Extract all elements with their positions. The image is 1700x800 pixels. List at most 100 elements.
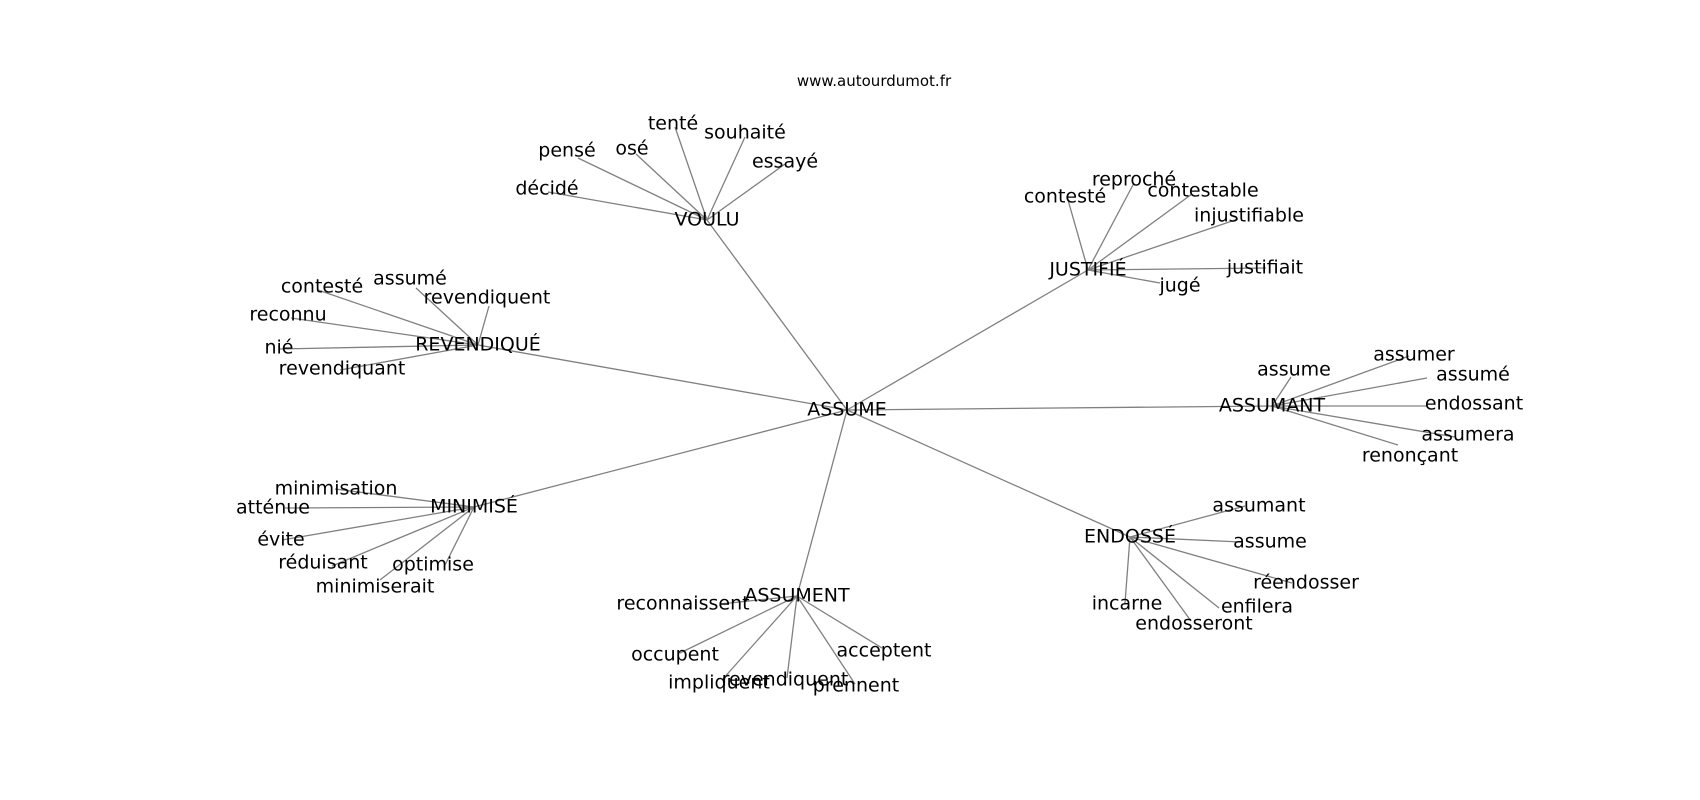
- edge-justifie-leaf: [1087, 182, 1135, 271]
- leaf-word[interactable]: occupent: [631, 644, 719, 666]
- edge-assument-leaf: [796, 595, 883, 649]
- leaf-word[interactable]: assumera: [1421, 424, 1514, 446]
- edge-assument-leaf: [796, 595, 856, 685]
- leaf-word[interactable]: assume: [1233, 531, 1307, 553]
- leaf-word[interactable]: osé: [615, 138, 648, 160]
- edge-justifie-leaf: [1087, 193, 1193, 271]
- edge-minimise-leaf: [281, 506, 475, 541]
- edge-revendique-leaf: [339, 344, 479, 371]
- leaf-word[interactable]: acceptent: [837, 640, 932, 662]
- edge-revendique-leaf: [290, 317, 479, 346]
- leaf-word[interactable]: tenté: [648, 113, 698, 135]
- leaf-word[interactable]: reconnu: [249, 304, 326, 326]
- leaf-word[interactable]: enfilera: [1221, 596, 1293, 618]
- leaf-word[interactable]: reconnaissent: [616, 593, 749, 615]
- edge-center-assumant: [846, 405, 1273, 411]
- leaf-word[interactable]: revendiquent: [722, 669, 849, 691]
- edge-revendique-leaf: [317, 289, 479, 346]
- edge-justifie-leaf: [1067, 199, 1089, 271]
- leaf-word[interactable]: reproché: [1092, 169, 1176, 191]
- edge-voulu-leaf: [674, 126, 708, 221]
- leaf-word[interactable]: endosseront: [1135, 613, 1252, 635]
- edge-endosse-leaf: [1124, 536, 1131, 604]
- edge-assument-leaf: [786, 595, 798, 679]
- leaf-word[interactable]: évite: [257, 529, 304, 551]
- edge-revendique-leaf: [278, 344, 479, 350]
- hub-word-assument[interactable]: ASSUMENT: [744, 585, 850, 607]
- leaf-word[interactable]: revendiquant: [279, 358, 406, 380]
- edge-assument-leaf: [719, 595, 798, 605]
- edge-revendique-leaf: [477, 305, 490, 346]
- edge-center-voulu: [706, 219, 848, 411]
- leaf-word[interactable]: assumer: [1373, 344, 1455, 366]
- leaf-word[interactable]: assumé: [1436, 364, 1510, 386]
- edge-center-assument: [796, 409, 848, 597]
- leaf-word[interactable]: justifiait: [1226, 257, 1303, 279]
- graph-edges: [278, 126, 1456, 685]
- hub-word-endosse[interactable]: ENDOSSÉ: [1084, 525, 1176, 548]
- hub-word-voulu[interactable]: VOULU: [674, 209, 739, 231]
- edge-minimise-leaf: [284, 506, 475, 509]
- edge-assumant-leaf: [1271, 376, 1292, 407]
- leaf-word[interactable]: essayé: [752, 151, 818, 173]
- leaf-word[interactable]: impliquent: [668, 672, 770, 694]
- edge-justifie-leaf: [1087, 269, 1161, 284]
- edge-minimise-leaf: [334, 488, 475, 508]
- leaf-word[interactable]: jugé: [1158, 275, 1200, 297]
- leaf-word[interactable]: réduisant: [278, 552, 368, 574]
- site-url: www.autourdumot.fr: [796, 72, 952, 90]
- leaf-word[interactable]: assumant: [1212, 495, 1305, 517]
- hub-word-assumant[interactable]: ASSUMANT: [1219, 395, 1326, 417]
- leaf-word[interactable]: contestable: [1147, 180, 1258, 202]
- leaf-word[interactable]: réendosser: [1253, 572, 1359, 594]
- edge-endosse-leaf: [1129, 505, 1246, 538]
- edge-voulu-leaf: [577, 157, 708, 221]
- edge-assument-leaf: [679, 595, 798, 654]
- leaf-word[interactable]: revendiquent: [424, 287, 551, 309]
- edge-voulu-leaf: [706, 136, 746, 221]
- hub-word-minimise[interactable]: MINIMISÉ: [430, 495, 518, 518]
- edge-assumant-leaf: [1271, 355, 1410, 407]
- leaf-word[interactable]: endossant: [1425, 393, 1523, 415]
- hub-word-justifie[interactable]: JUSTIFIÉ: [1048, 258, 1126, 281]
- edge-endosse-leaf: [1129, 536, 1242, 543]
- leaf-word[interactable]: prennent: [813, 675, 899, 697]
- edge-justifie-leaf: [1087, 218, 1239, 271]
- hub-word-revendique[interactable]: REVENDIQUÉ: [415, 333, 541, 356]
- edge-assumant-leaf: [1271, 405, 1399, 446]
- leaf-word[interactable]: minimiserait: [316, 576, 435, 598]
- edge-minimise-leaf: [443, 506, 475, 568]
- leaf-word[interactable]: décidé: [515, 178, 578, 200]
- edge-minimise-leaf: [331, 506, 475, 567]
- leaf-word[interactable]: contesté: [281, 276, 363, 298]
- edge-assument-leaf: [721, 595, 798, 681]
- edge-voulu-leaf: [547, 191, 708, 221]
- edge-endosse-leaf: [1129, 536, 1192, 622]
- edge-assumant-leaf: [1271, 377, 1428, 407]
- leaf-word[interactable]: pensé: [538, 140, 595, 162]
- leaf-word[interactable]: incarne: [1092, 593, 1163, 615]
- edge-voulu-leaf: [706, 163, 786, 221]
- leaf-word[interactable]: assume: [1257, 359, 1331, 381]
- edge-assumant-leaf: [1271, 405, 1456, 438]
- leaf-word[interactable]: nié: [264, 337, 293, 359]
- edge-center-endosse: [846, 409, 1131, 538]
- leaf-word[interactable]: renonçant: [1362, 445, 1458, 467]
- edge-endosse-leaf: [1129, 536, 1220, 609]
- center-word[interactable]: ASSUME: [807, 399, 886, 421]
- leaf-word[interactable]: souhaité: [704, 122, 786, 144]
- leaf-word[interactable]: minimisation: [275, 478, 398, 500]
- edge-minimise-leaf: [379, 506, 475, 581]
- leaf-word[interactable]: optimise: [392, 554, 474, 576]
- edge-center-justifie: [846, 269, 1089, 411]
- edge-center-minimise: [473, 409, 848, 508]
- edge-center-revendique: [477, 344, 848, 411]
- leaf-word[interactable]: contesté: [1024, 186, 1106, 208]
- edge-revendique-leaf: [415, 287, 479, 346]
- leaf-word[interactable]: assumé: [373, 268, 447, 290]
- leaf-word[interactable]: injustifiable: [1194, 205, 1304, 227]
- leaf-word[interactable]: atténue: [236, 497, 310, 519]
- edge-voulu-leaf: [635, 153, 708, 221]
